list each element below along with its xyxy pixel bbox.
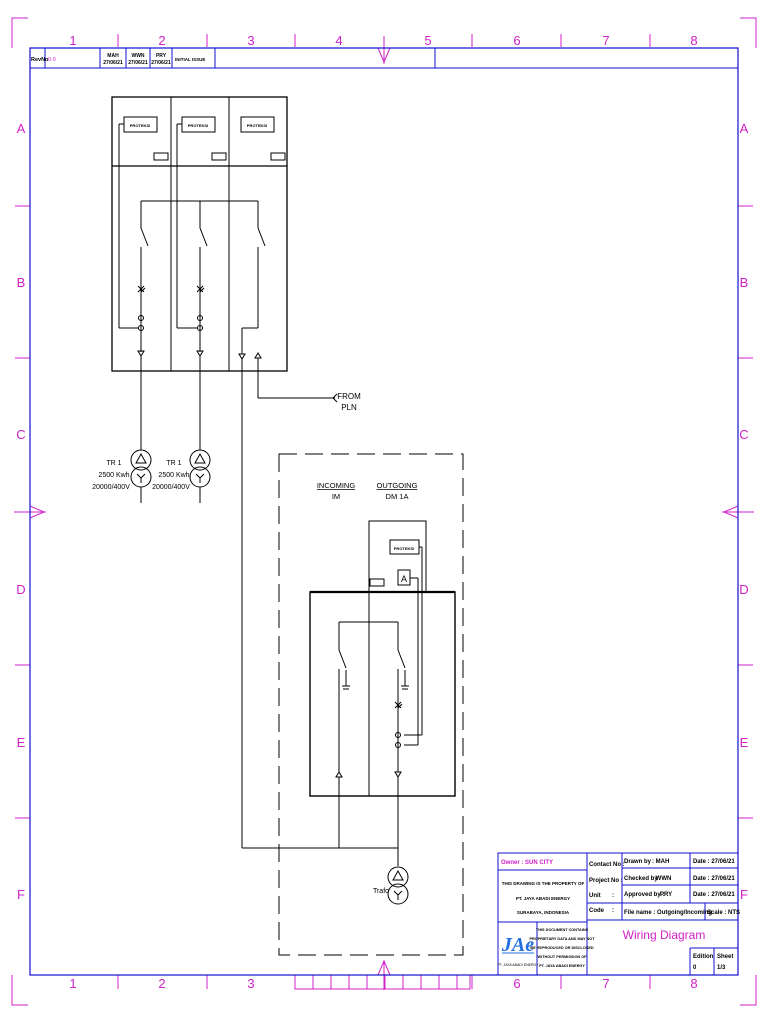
rev-checked: WWN [131, 53, 144, 59]
rev-drawn-date: 27/06/21 [103, 60, 123, 66]
drawn-by-value: : MAH [652, 859, 669, 865]
date-drawn: Date : 27/06/21 [693, 859, 735, 865]
tr-voltage: 20000/400V [92, 484, 130, 491]
protection-label: PROTEKSI [130, 123, 150, 128]
drawn-by-label: Drawn by [624, 859, 652, 865]
approved-by-value: PRY [660, 892, 672, 898]
incoming-code: IM [332, 492, 340, 501]
trafo-label: Trafo [373, 888, 389, 895]
tr-rating: 2500 Kwh [158, 472, 189, 479]
property-line-2: PT. JAYA ABADI ENERGY [516, 896, 570, 901]
rev-drawn: MAH [107, 53, 119, 59]
drawing-border [29, 47, 739, 976]
column-label: 8 [690, 976, 697, 991]
file-name: File name : Outgoing/Incoming [624, 910, 712, 916]
row-label: F [17, 887, 25, 902]
column-label: 7 [602, 33, 609, 48]
column-label: 7 [602, 976, 609, 991]
rev-approved: PRY [156, 53, 167, 59]
row-label: A [740, 121, 749, 136]
tr-name: TR 1 [106, 460, 121, 467]
outgoing-code: DM 1A [386, 492, 409, 501]
cubicle-schematic [309, 520, 456, 905]
edition-value: 0 [693, 965, 697, 971]
upper-switchgear [111, 96, 398, 849]
logo-caption: PT. JAYA ABADI ENERGY [497, 963, 539, 967]
column-label: 2 [158, 33, 165, 48]
transformer-symbols [130, 449, 211, 503]
sheet-label: Sheet [717, 954, 733, 960]
rev-checked-date: 27/06/21 [128, 60, 148, 66]
column-label: 4 [335, 33, 342, 48]
company-logo: JAe [501, 934, 534, 956]
column-label: 8 [690, 33, 697, 48]
code-sep: : [612, 908, 614, 914]
contact-no: Contact No : [589, 862, 625, 868]
cubicle-enclosure [278, 453, 464, 956]
column-label: 2 [158, 976, 165, 991]
scale: Scale : NTS [707, 910, 740, 916]
date-checked: Date : 27/06/21 [693, 876, 735, 882]
row-label: E [17, 735, 26, 750]
tr-voltage: 20000/400V [152, 484, 190, 491]
row-label: B [17, 275, 26, 290]
notice-line-5: PT. JAYA ABADI ENERGY [539, 964, 585, 968]
rev-no-label: RevNo [31, 57, 49, 63]
notice-line-3: BE REPRODUCED OR DISCLOSED [530, 946, 594, 950]
rev-no-value: 0.0 [48, 57, 56, 63]
column-label: 3 [247, 976, 254, 991]
pln-label: PLN [341, 403, 357, 412]
column-label: 3 [247, 33, 254, 48]
cubicle-text: PROTEKSI A Trafo [373, 546, 414, 895]
project-no: Project No : [589, 878, 623, 884]
incoming-label: INCOMING [317, 481, 355, 490]
revision-strip: RevNo 0.0 MAH 27/06/21 WWN 27/06/21 PRY … [30, 48, 738, 69]
drawing-title: Wiring Diagram [623, 928, 706, 942]
row-label: A [17, 121, 26, 136]
column-label: 5 [424, 33, 431, 48]
property-line-1: THIS DRAWING IS THE PROPERTY OF [502, 881, 585, 886]
date-approved: Date : 27/06/21 [693, 892, 735, 898]
checked-by-value: : WWN [652, 876, 671, 882]
unit-label: Unit [589, 893, 601, 899]
cubicle-labels: INCOMING IM OUTGOING DM 1A [317, 481, 418, 501]
unit-sep: : [612, 893, 614, 899]
row-label: B [740, 275, 749, 290]
rev-approved-date: 27/06/21 [151, 60, 171, 66]
title-block: Owner : SUN CITY THIS DRAWING IS THE PRO… [497, 852, 740, 976]
edition-label: Edition [693, 954, 714, 960]
protection-label: PROTEKSI [247, 123, 267, 128]
column-label: 1 [69, 33, 76, 48]
row-label: D [739, 582, 748, 597]
protection-label: PROTEKSI [188, 123, 208, 128]
outgoing-protection-label: PROTEKSI [394, 546, 414, 551]
column-label: 1 [69, 976, 76, 991]
row-label: F [740, 887, 748, 902]
row-label: C [16, 427, 25, 442]
property-line-3: SURABAYA, INDONESIA [517, 910, 570, 915]
code-label: Code [589, 908, 605, 914]
owner-text: Owner : SUN CITY [501, 860, 553, 866]
row-label: E [740, 735, 749, 750]
tr-rating: 2500 Kwh [98, 472, 129, 479]
ammeter-label: A [401, 574, 407, 584]
approved-by-label: Approved by : [624, 892, 664, 898]
row-label: C [739, 427, 748, 442]
grid-references: 1 2 3 4 5 6 7 8 1 2 3 6 7 8 A B C D E F … [16, 33, 748, 991]
column-label: 6 [513, 976, 520, 991]
notice-line-2: PROPRIETARY DATA AND MAY NOT [529, 937, 595, 941]
rev-description: INITIAL ISSUE [175, 57, 205, 62]
upper-panel-labels: PROTEKSI PROTEKSI PROTEKSI FROM PLN [130, 123, 361, 412]
column-label: 6 [513, 33, 520, 48]
tr-name: TR 1 [166, 460, 181, 467]
checked-by-label: Checked by [624, 876, 658, 882]
row-label: D [16, 582, 25, 597]
from-label: FROM [337, 392, 361, 401]
transformer-labels: TR 1 2500 Kwh 20000/400V TR 1 2500 Kwh 2… [92, 460, 190, 491]
sheet-value: 1/3 [717, 965, 726, 971]
outgoing-label: OUTGOING [377, 481, 418, 490]
notice-line-4: WITHOUT PERMISSION OF [538, 955, 588, 959]
notice-line-1: THIS DOCUMENT CONTAINS [536, 928, 589, 932]
